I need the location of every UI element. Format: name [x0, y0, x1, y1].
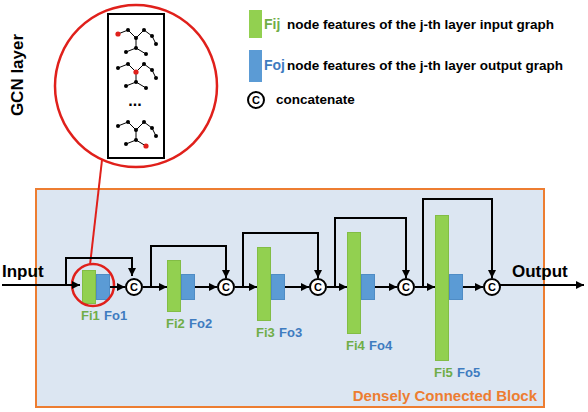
connector [143, 286, 167, 288]
legend-swatch [249, 50, 262, 82]
feature-label: Fo3 [279, 325, 302, 340]
input-feature-bar: Fi5 [435, 215, 449, 361]
connector [235, 233, 318, 287]
output-feature-bar: Fo3 [271, 274, 285, 300]
output-feature-bar: Fo5 [449, 274, 463, 300]
graph-icon [116, 28, 158, 56]
graph-icon [116, 62, 158, 90]
legend-swatch [249, 10, 262, 38]
legend-symbol-label: Foj [264, 57, 285, 73]
legend-symbol-label: Fij [264, 16, 280, 32]
feature-label: Fi2 [166, 316, 185, 331]
feature-label: Fi5 [434, 365, 453, 380]
legend-text: node features of the j-th layer input gr… [287, 17, 554, 32]
connector [327, 218, 406, 287]
concat-symbol: C [488, 282, 496, 293]
graph-icon [116, 120, 158, 148]
output-label: Output [512, 262, 568, 282]
output-feature-bar: Fo4 [361, 274, 375, 300]
highlight-node [133, 69, 138, 74]
feature-label: Fo2 [189, 316, 212, 331]
connector [195, 286, 217, 288]
section-title: GCN layer [8, 25, 28, 125]
feature-label: Fi3 [256, 325, 275, 340]
feature-label: Fo5 [457, 365, 480, 380]
connector [415, 286, 435, 288]
dense-block: Densely Connected BlockFi1Fo1CFi2Fo2CFi3… [35, 188, 545, 408]
concat-circle: C [483, 278, 501, 296]
concat-circle: C [397, 278, 415, 296]
connector [235, 286, 257, 288]
input-wire [2, 284, 80, 286]
concat-symbol: C [314, 282, 322, 293]
highlight-node [115, 31, 120, 36]
concat-symbol: C [130, 282, 138, 293]
zoom-circle [55, 5, 217, 167]
input-feature-bar: Fi3 [257, 247, 271, 321]
feature-label: Fo1 [104, 308, 127, 323]
feature-label: Fi1 [81, 308, 100, 323]
concat-symbol: C [247, 92, 265, 108]
output-feature-bar: Fo2 [181, 274, 195, 300]
concat-circle: C [309, 278, 327, 296]
feature-label: Fo4 [369, 338, 392, 353]
concat-symbol: C [222, 282, 230, 293]
input-label: Input [2, 262, 44, 282]
highlight-node [143, 143, 148, 148]
connector [415, 199, 492, 287]
output-wire [499, 284, 584, 286]
concat-symbol: C [402, 282, 410, 293]
legend-concat-symbol [248, 92, 264, 108]
graph-panel [108, 14, 164, 158]
connector [327, 286, 347, 288]
ellipsis: ... [120, 92, 150, 110]
input-feature-bar: Fi4 [347, 232, 361, 334]
concat-circle: C [125, 278, 143, 296]
connector [375, 286, 397, 288]
concat-circle: C [217, 278, 235, 296]
input-feature-bar: Fi2 [167, 260, 181, 312]
input-feature-bar: Fi1 [82, 270, 96, 304]
feature-label: Fi4 [346, 338, 365, 353]
block-title: Densely Connected Block [353, 387, 537, 404]
connector [110, 286, 125, 288]
output-feature-bar: Fo1 [96, 274, 110, 300]
connector [463, 286, 483, 288]
connector [143, 246, 226, 287]
legend-text: concatenate [276, 92, 355, 107]
connector [285, 286, 309, 288]
legend-text: node features of the j-th layer output g… [287, 58, 563, 73]
